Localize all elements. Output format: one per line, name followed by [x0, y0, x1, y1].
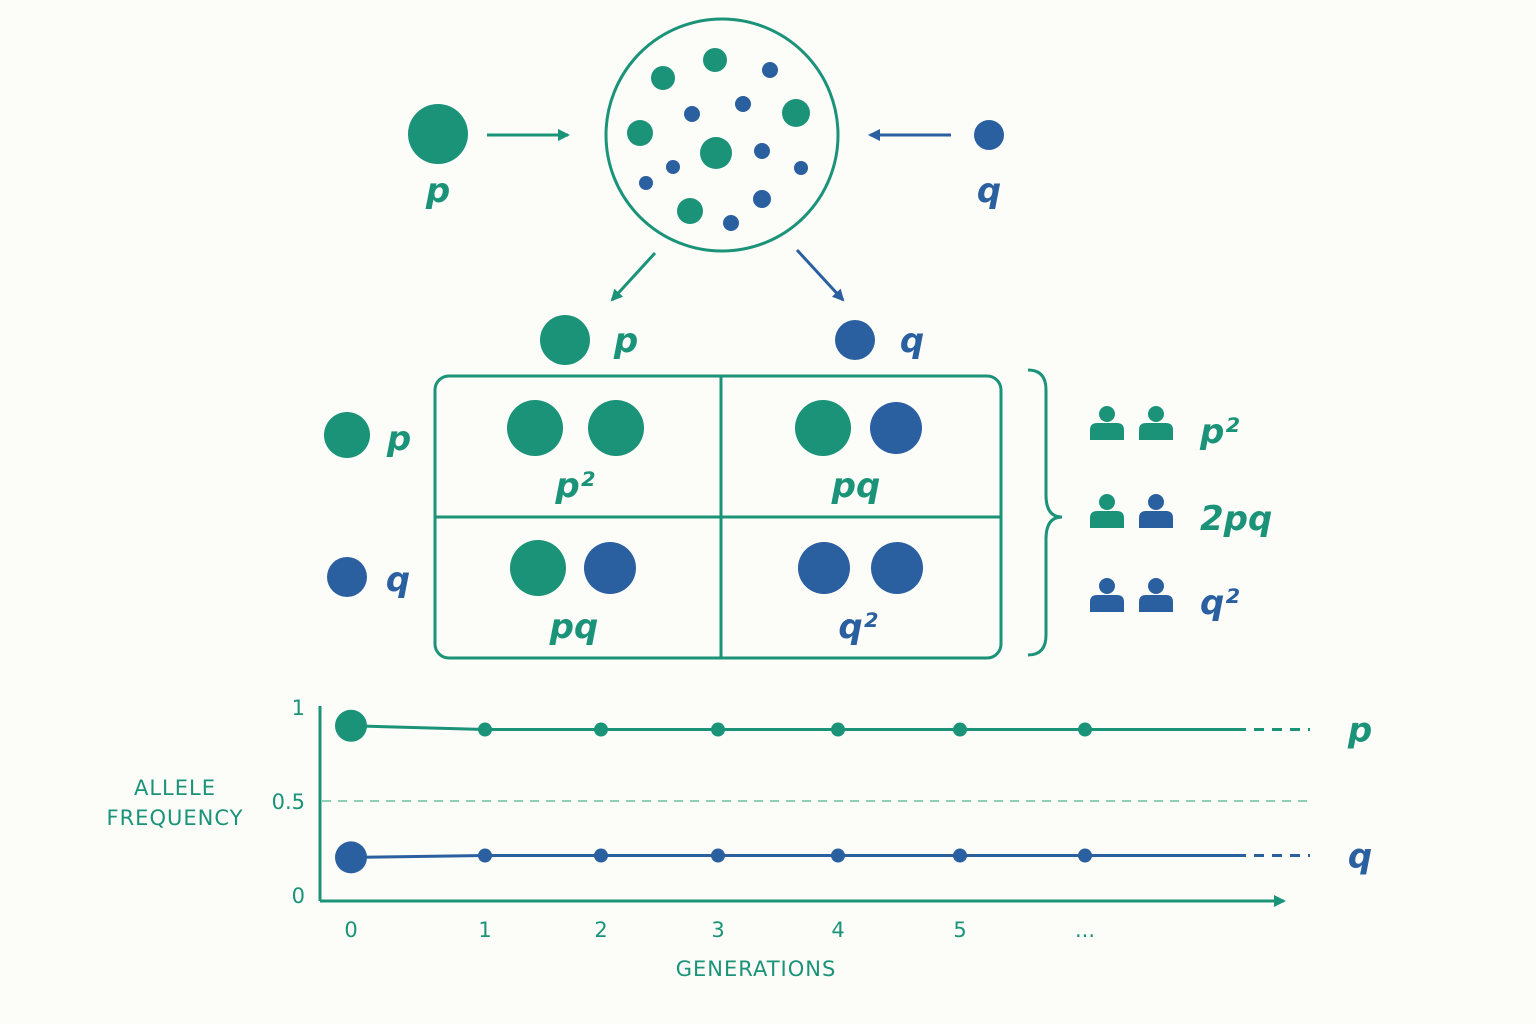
series-p-point — [711, 722, 725, 737]
genotype-legend: p² 2pq q² — [1090, 406, 1272, 623]
series-q-point — [478, 848, 492, 863]
genotype-qq: q² — [1090, 578, 1239, 623]
x-tick-label: 5 — [953, 918, 966, 942]
cell-pp-label: p² — [554, 466, 594, 506]
column-p-icon — [540, 315, 590, 365]
person-icon — [1090, 494, 1124, 528]
row-p-icon — [324, 412, 370, 458]
person-icon — [1139, 494, 1173, 528]
series-p-point — [831, 722, 845, 737]
person-icon — [1090, 578, 1124, 612]
cell-qq-label: q² — [838, 607, 877, 647]
genotype-pq-label: 2pq — [1200, 499, 1272, 539]
gene-pool-icon — [604, 17, 840, 253]
column-q-label: q — [900, 321, 924, 361]
genotype-pp: p² — [1090, 406, 1239, 452]
x-axis-label: GENERATIONS — [676, 957, 837, 981]
series-p-line — [350, 724, 1236, 732]
genotype-pq: 2pq — [1090, 494, 1272, 539]
cell-pp: p² — [507, 400, 644, 506]
x-tick-label: 0 — [344, 918, 357, 942]
y-tick-label: 0 — [292, 884, 305, 908]
person-icon — [1090, 406, 1124, 440]
y-tick-label: 0.5 — [272, 790, 305, 814]
y-tick-label: 1 — [292, 696, 305, 720]
series-q-point — [1078, 848, 1092, 863]
series-q-line — [350, 854, 1236, 859]
gene-pool — [604, 17, 840, 253]
series-q-point — [594, 848, 608, 863]
series-q-point — [831, 848, 845, 863]
series-q-point — [953, 848, 967, 863]
column-p-label: p — [613, 321, 638, 361]
cell-pq-top-label: pq — [831, 466, 881, 506]
cell-pq-bottom-label: pq — [549, 607, 599, 647]
allele-q-icon — [974, 120, 1004, 150]
allele-p-label: p — [425, 171, 450, 211]
column-q-icon — [835, 320, 875, 360]
allele-q-label: q — [977, 171, 1001, 211]
cell-pq-bottom: pq — [510, 540, 636, 647]
x-tick-label: 1 — [478, 918, 491, 942]
x-tick-label: 2 — [594, 918, 607, 942]
punnett-row-headers: p q — [324, 412, 411, 600]
series-q-label: q — [1348, 837, 1372, 877]
row-q-icon — [327, 557, 367, 597]
series-p-point — [478, 722, 492, 737]
x-tick-label: 3 — [711, 918, 724, 942]
brace-icon — [1027, 368, 1063, 657]
allele-frequency-chart: ALLELE FREQUENCY GENERATIONS 0 0.5 1 0 1 2 3 4 5… — [107, 696, 1373, 981]
y-axis-label-line1: ALLELE — [134, 776, 216, 800]
allele-q-source: q — [974, 120, 1004, 211]
x-tick-label: 4 — [831, 918, 844, 942]
allele-p-icon — [408, 104, 468, 164]
person-icon — [1139, 578, 1173, 612]
arrow-pool-to-q — [795, 248, 845, 302]
series-p-point — [953, 722, 967, 737]
cell-pq-top: pq — [795, 400, 922, 506]
series-q-point — [711, 848, 725, 863]
allele-p-source: p — [408, 104, 468, 211]
y-axis-label-line2: FREQUENCY — [107, 806, 244, 830]
series-p-point — [335, 709, 367, 742]
series-p-label: p — [1347, 711, 1372, 751]
cell-qq: q² — [798, 542, 923, 647]
punnett-column-headers: p q — [540, 315, 924, 365]
series-p-point — [594, 722, 608, 737]
person-icon — [1139, 406, 1173, 440]
series-p-point — [1078, 722, 1092, 737]
genotype-qq-label: q² — [1200, 583, 1239, 623]
series-q-point — [335, 841, 367, 874]
row-p-label: p — [386, 419, 411, 459]
row-q-label: q — [386, 560, 410, 600]
x-tick-label: ... — [1075, 918, 1095, 942]
genotype-pp-label: p² — [1199, 412, 1239, 452]
arrow-pool-to-p — [610, 251, 657, 302]
punnett-square: p² pq pq q² — [433, 374, 1003, 660]
